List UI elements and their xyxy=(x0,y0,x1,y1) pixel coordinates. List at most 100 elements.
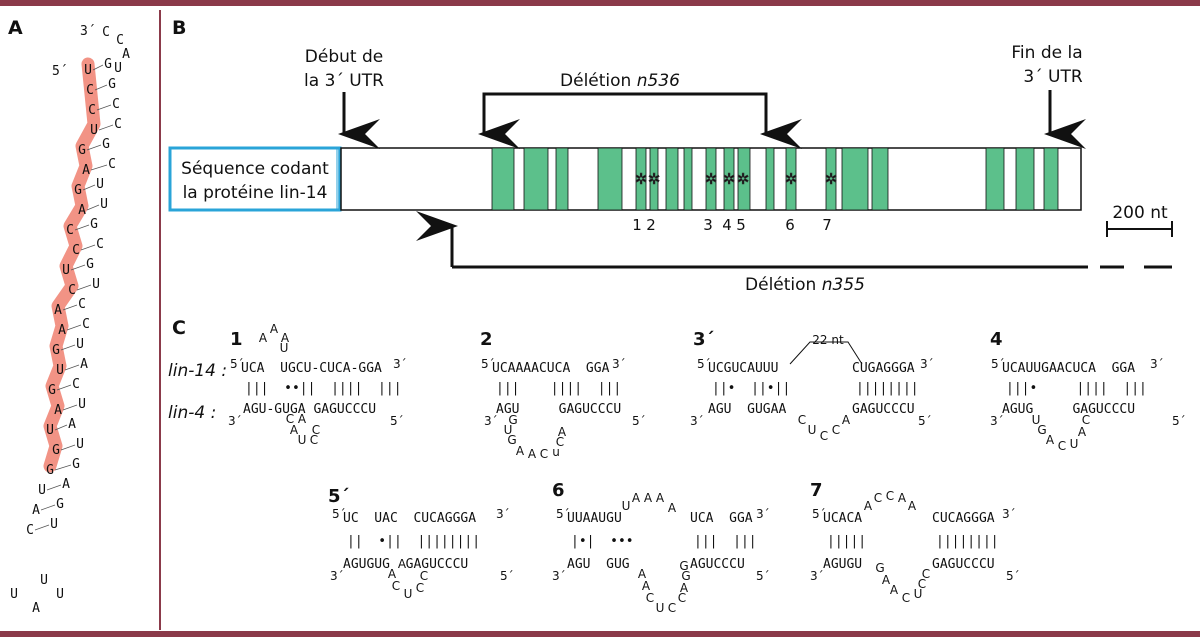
lcs-site-bar xyxy=(635,147,647,211)
loop-nucleotide: A xyxy=(528,447,537,461)
hairpin-bond xyxy=(34,524,50,531)
site-4-top: UCAUUGAACUCA GGA xyxy=(1002,361,1135,376)
site-3-3prime-bot: 3´ xyxy=(690,414,704,428)
loop-nucleotide: u xyxy=(552,445,560,459)
site-star-icon: ✲ xyxy=(648,170,661,188)
hairpin-nucleotide: U xyxy=(78,397,86,412)
hairpin-nucleotide: G xyxy=(78,143,86,158)
site-6-3prime-top: 3´ xyxy=(756,507,770,521)
loop-nucleotide: A xyxy=(270,322,279,336)
hairpin-nucleotide: U xyxy=(92,277,100,292)
row-label-lin4: lin-4 : xyxy=(168,403,216,423)
hairpin-3prime: 3´ xyxy=(80,24,96,39)
hairpin-bond xyxy=(54,464,72,471)
lcs-sites xyxy=(491,147,1059,211)
site-2-number: 2 xyxy=(480,329,493,350)
loop-nucleotide: C xyxy=(392,579,400,593)
site-4-number: 4 xyxy=(990,329,1003,350)
loop-nucleotide: C xyxy=(678,591,686,605)
hairpin-bond xyxy=(46,484,62,491)
site-1-bot: AGU-GUGA GAGUCCCU xyxy=(243,402,376,417)
site-3-bot: AGU GUGAA xyxy=(708,402,786,417)
site-7-bot: AGUGU xyxy=(823,557,862,572)
lcs-site-bar xyxy=(723,147,735,211)
hairpin-bond xyxy=(66,324,82,331)
loop-nucleotide: U xyxy=(504,423,513,437)
loop-nucleotide: A xyxy=(516,444,525,458)
loop-nucleotide: C xyxy=(310,433,318,447)
hairpin-nucleotide: A xyxy=(58,323,66,338)
site-3-pair: ||• ||•|| xyxy=(712,381,790,396)
loop-nucleotide: A xyxy=(656,491,665,505)
hairpin-bond xyxy=(62,404,78,411)
site-number: 3 xyxy=(703,216,713,234)
loop-nucleotide: A xyxy=(680,581,689,595)
site-5-5prime: 5´ xyxy=(332,507,346,521)
hairpin-base-pairs xyxy=(34,64,114,531)
loop-nucleotide: C xyxy=(540,447,548,461)
loop-nucleotide: A xyxy=(642,579,651,593)
hairpin-bond xyxy=(80,244,96,251)
site-7-3prime-top: 3´ xyxy=(1002,507,1016,521)
loop-nucleotide: C xyxy=(820,429,828,443)
panel-c-label: C xyxy=(172,317,186,339)
hairpin-bond xyxy=(60,444,76,451)
hairpin-bond xyxy=(94,84,108,91)
hairpin-5prime: 5´ xyxy=(52,64,68,79)
loop-nucleotide: C xyxy=(902,591,910,605)
hairpin-nucleotide: U xyxy=(90,123,98,138)
hairpin-bond xyxy=(54,424,68,431)
loop-nucleotide: G xyxy=(507,433,516,447)
loop-nucleotide: A xyxy=(882,573,891,587)
coding-inner-gradient xyxy=(336,148,341,210)
site-star-icon: ✲ xyxy=(737,170,750,188)
hairpin-nucleotide: G xyxy=(72,457,80,472)
site-7-pair2: |||||||| xyxy=(936,534,999,549)
site-3-gap-arc xyxy=(789,341,863,365)
loop-nucleotide: A xyxy=(668,501,677,515)
site-3-top2: CUGAGGGA xyxy=(852,361,915,376)
loop-nucleotide: G xyxy=(679,559,688,573)
loop-nucleotide: G xyxy=(508,413,517,427)
site-4-pair: |||• |||| ||| xyxy=(1006,381,1147,396)
lcs-site-bar xyxy=(1043,147,1059,211)
site-6-bot: AGU GUG xyxy=(567,557,630,572)
hairpin-bond xyxy=(40,504,56,511)
hairpin-bond xyxy=(86,144,102,151)
site-3-pair2: |||||||| xyxy=(856,381,919,396)
site-6-top2: UCA GGA xyxy=(690,511,753,526)
hairpin-nucleotide: U xyxy=(96,177,104,192)
hairpin-nucleotide: U xyxy=(46,423,54,438)
loop-nucleotide: A xyxy=(1046,433,1055,447)
site-1-3prime-top: 3´ xyxy=(393,357,407,371)
site-number: 6 xyxy=(785,216,795,234)
loop-nucleotide: U xyxy=(656,601,665,615)
hairpin-nucleotide: U xyxy=(50,517,58,532)
lcs-site-bar xyxy=(683,147,693,211)
loop-nucleotide: C xyxy=(556,435,564,449)
hairpin-nucleotide: C xyxy=(96,237,104,252)
hairpin-bond xyxy=(74,224,90,231)
utr-start-label-1: Début de xyxy=(305,47,383,67)
hairpin-nucleotide: C xyxy=(72,243,80,258)
loop-nucleotide: A xyxy=(908,499,917,513)
lcs-site-bar xyxy=(765,147,775,211)
hairpin-nucleotide: G xyxy=(52,343,60,358)
site-6-5prime: 5´ xyxy=(556,507,570,521)
loop-nucleotide: A xyxy=(398,557,407,571)
site-4-3prime-top: 3´ xyxy=(1150,357,1164,371)
coding-text-1: Séquence codant xyxy=(181,159,329,179)
site-2-pair: ||| |||| ||| xyxy=(496,381,621,396)
hairpin-nucleotide: C xyxy=(26,523,34,538)
loop-nucleotide: U xyxy=(914,587,923,601)
site-2-5prime: 5´ xyxy=(481,357,495,371)
